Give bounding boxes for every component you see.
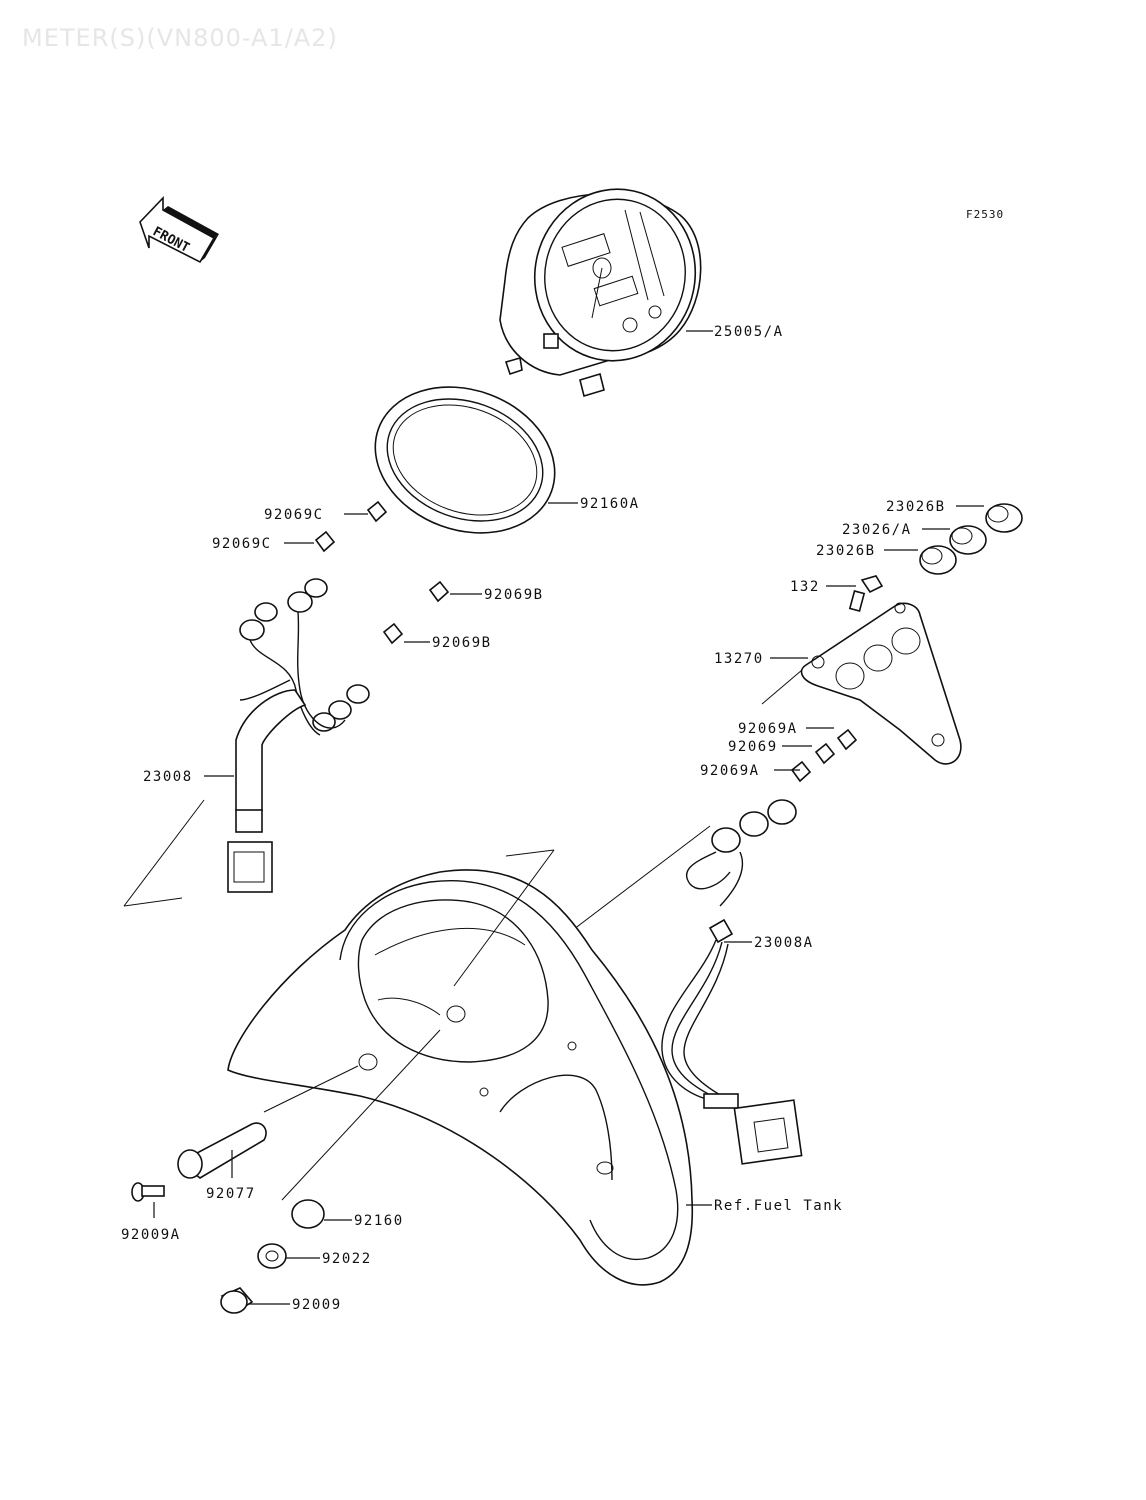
part-label-132: 132: [790, 579, 820, 595]
diagram-title: METER(S)(VN800-A1/A2): [22, 24, 338, 52]
fuel-tank-cover-drawing: [227, 849, 694, 1286]
part-label-92069: 92069: [728, 739, 778, 755]
bracket-drawing: [761, 575, 962, 765]
part-label-ref-fuel-tank: Ref.Fuel Tank: [714, 1198, 843, 1214]
part-label-23026b-lower: 23026B: [816, 543, 876, 559]
part-label-92160a: 92160A: [580, 496, 640, 512]
part-label-92069c-lower: 92069C: [212, 536, 272, 552]
part-label-92077: 92077: [206, 1186, 256, 1202]
part-label-13270: 13270: [714, 651, 764, 667]
part-label-23026a: 23026/A: [842, 522, 912, 538]
part-label-23026b-upper: 23026B: [886, 499, 946, 515]
speedometer-drawing: [499, 188, 702, 398]
part-label-92069c-upper: 92069C: [264, 507, 324, 523]
part-label-92009: 92009: [292, 1297, 342, 1313]
part-label-92069b-lower: 92069B: [432, 635, 492, 651]
part-label-23008: 23008: [143, 769, 193, 785]
left-harness-drawing: [123, 500, 450, 907]
part-label-92022: 92022: [322, 1251, 372, 1267]
part-label-92009a: 92009A: [121, 1227, 181, 1243]
indicator-caps-drawing: [919, 503, 1023, 575]
part-label-92069a-upper: 92069A: [738, 721, 798, 737]
meter-ring-drawing: [374, 386, 556, 534]
part-label-23008a: 23008A: [754, 935, 814, 951]
part-label-92160: 92160: [354, 1213, 404, 1229]
part-label-92069b-upper: 92069B: [484, 587, 544, 603]
part-label-92069a-lower: 92069A: [700, 763, 760, 779]
figure-code: F2530: [966, 208, 1004, 221]
front-arrow-icon: FRONT: [139, 196, 219, 264]
part-label-25005a: 25005/A: [714, 324, 784, 340]
small-parts-drawing: [131, 1029, 441, 1314]
